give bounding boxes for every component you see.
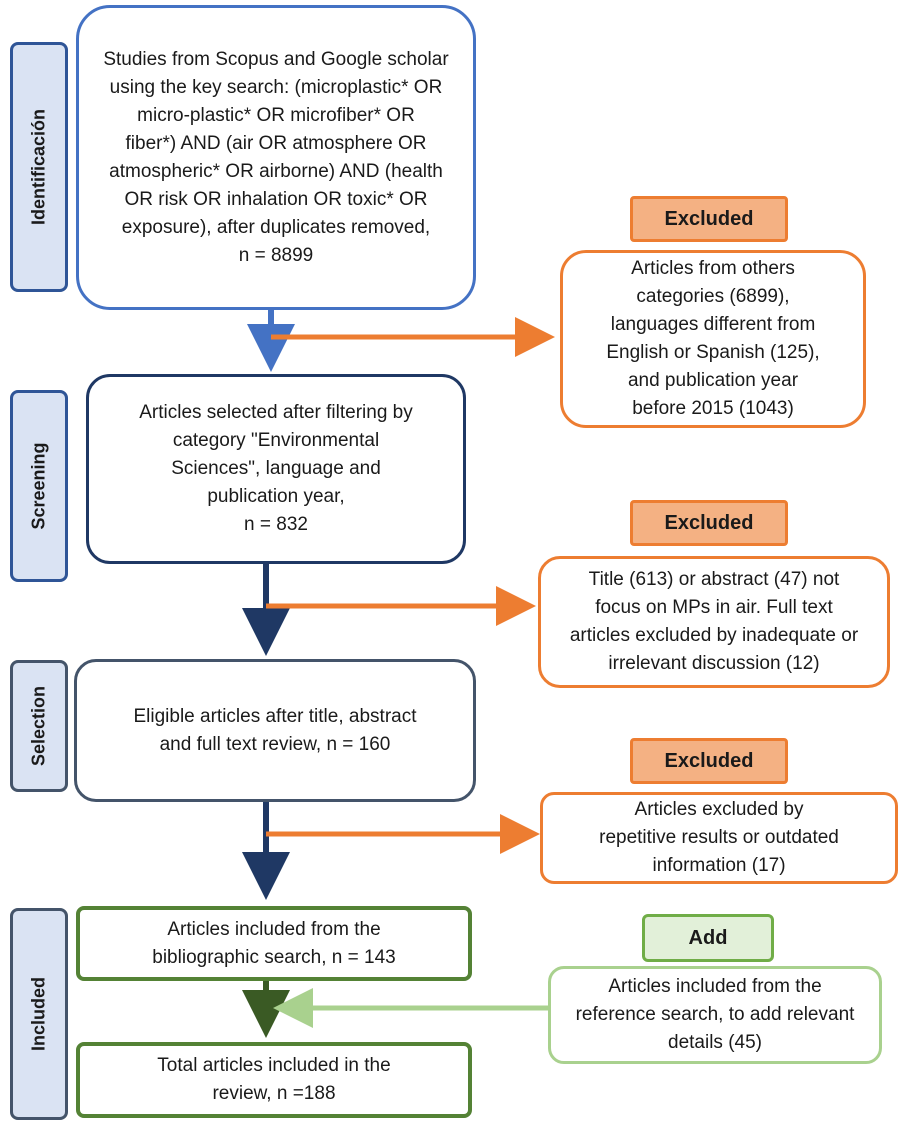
add-tag-label: Add [688, 926, 728, 949]
excluded-tag-2-label: Excluded [664, 511, 754, 534]
excluded-box-3-text: Articles excluded by repetitive results … [599, 799, 839, 876]
phase-included-label: Included [28, 976, 49, 1052]
excluded-tag-3: Excluded [630, 738, 788, 784]
selection-text: Eligible articles after title, abstract … [133, 705, 417, 755]
excluded-box-2: Title (613) or abstract (47) not focus o… [538, 556, 890, 688]
excluded-box-1: Articles from others categories (6899), … [560, 250, 866, 428]
phase-screening-label: Screening [28, 442, 49, 530]
excluded-box-3: Articles excluded by repetitive results … [540, 792, 898, 884]
excluded-tag-1-label: Excluded [664, 207, 754, 230]
excluded-box-2-text: Title (613) or abstract (47) not focus o… [569, 569, 859, 674]
phase-identification: Identificación [10, 42, 68, 292]
excluded-tag-1: Excluded [630, 196, 788, 242]
excluded-tag-2: Excluded [630, 500, 788, 546]
included-bibliographic-box: Articles included from the bibliographic… [76, 906, 472, 981]
total-included-text: Total articles included in the review, n… [157, 1055, 391, 1104]
selection-box: Eligible articles after title, abstract … [74, 659, 476, 802]
identification-text: Studies from Scopus and Google scholar u… [103, 48, 449, 266]
screening-text: Articles selected after filtering by cat… [139, 402, 413, 535]
screening-box: Articles selected after filtering by cat… [86, 374, 466, 564]
phase-identification-label: Identificación [28, 108, 49, 226]
phase-selection-label: Selection [28, 685, 49, 767]
add-tag: Add [642, 914, 774, 962]
excluded-tag-3-label: Excluded [664, 749, 754, 772]
phase-selection: Selection [10, 660, 68, 792]
included-bibliographic-text: Articles included from the bibliographic… [152, 918, 396, 968]
excluded-box-1-text: Articles from others categories (6899), … [606, 258, 820, 419]
identification-box: Studies from Scopus and Google scholar u… [76, 5, 476, 310]
phase-screening: Screening [10, 390, 68, 582]
phase-included: Included [10, 908, 68, 1120]
add-box-text: Articles included from the reference sea… [575, 976, 855, 1053]
add-box: Articles included from the reference sea… [548, 966, 882, 1064]
total-included-box: Total articles included in the review, n… [76, 1042, 472, 1118]
